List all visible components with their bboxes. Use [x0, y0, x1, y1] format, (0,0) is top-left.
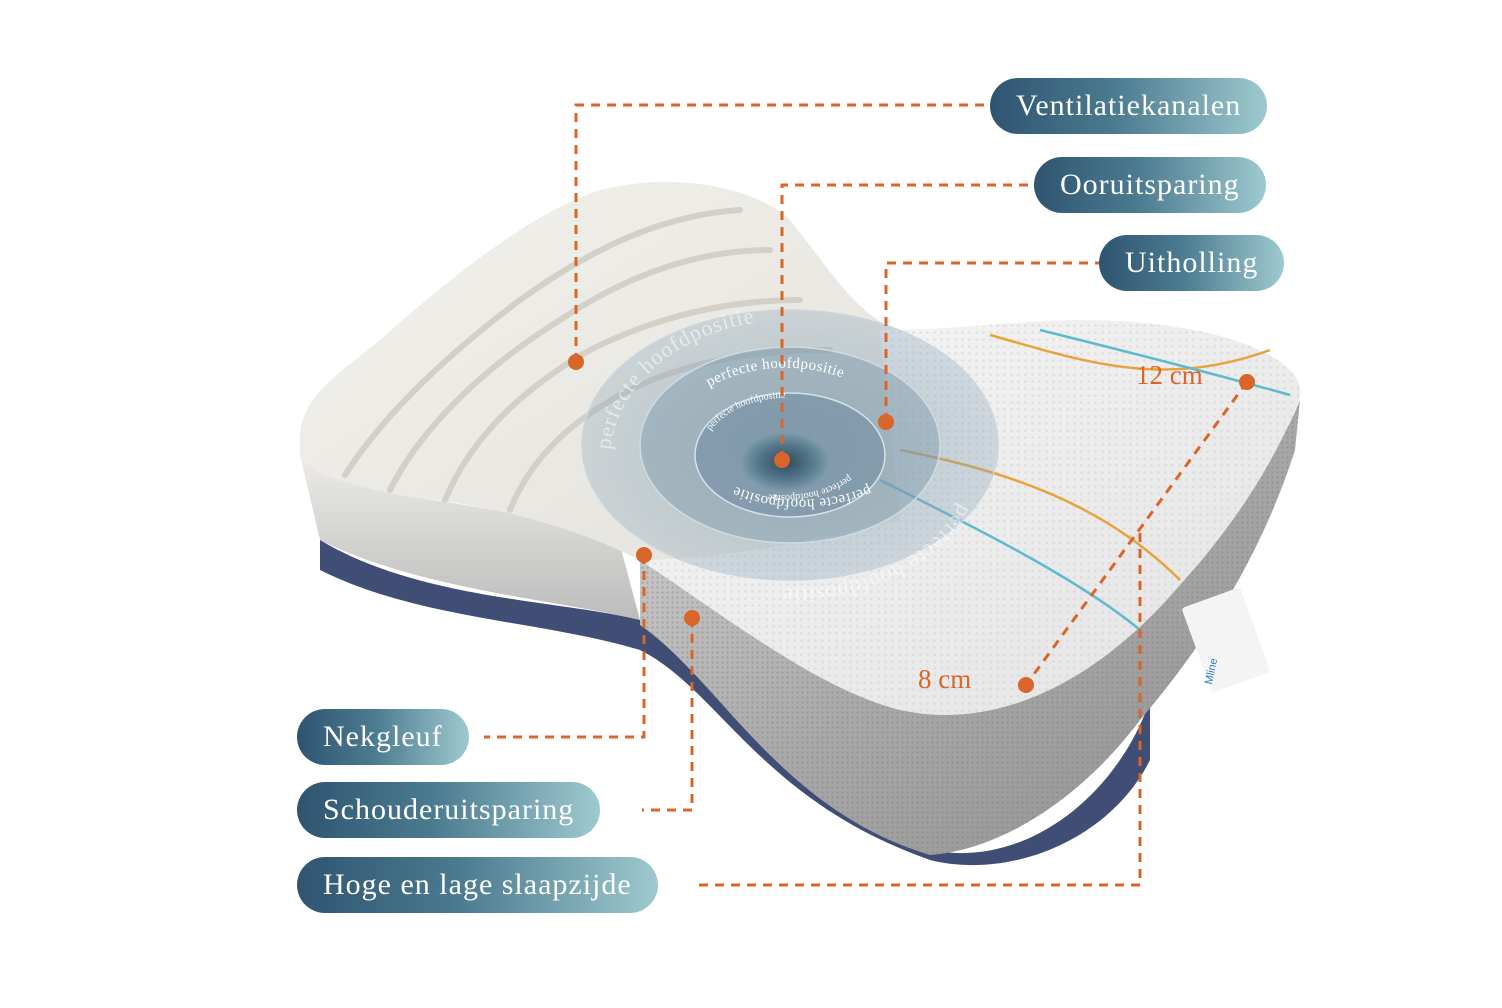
measurement-high: 12 cm	[1136, 360, 1203, 390]
dot-ooruitsparing	[774, 452, 790, 468]
leader-uitholling	[884, 261, 1102, 422]
label-hoge-lage-slaapzijde: Hoge en lage slaapzijde	[297, 857, 658, 913]
dot-ventilatiekanalen	[568, 354, 584, 370]
dot-nekgleuf	[636, 547, 652, 563]
dot-uitholling	[878, 414, 894, 430]
foam-side	[300, 455, 640, 620]
knit-top-texture	[640, 320, 1300, 715]
label-ventilatiekanalen: Ventilatiekanalen	[990, 78, 1268, 134]
label-nekgleuf: Nekgleuf	[297, 709, 469, 765]
dot-schouderuitsparing	[684, 610, 700, 626]
label-ooruitsparing: Ooruitsparing	[1034, 157, 1266, 213]
dot-8cm	[1018, 677, 1034, 693]
head-position-rings	[581, 309, 999, 581]
leader-ventilatiekanalen	[574, 103, 992, 362]
leader-ooruitsparing	[780, 183, 1036, 460]
leader-nekgleuf	[484, 555, 646, 739]
mesh-side-texture	[640, 400, 1300, 855]
measurement-low: 8 cm	[918, 664, 972, 694]
measure-line	[1024, 381, 1249, 686]
label-schouderuitsparing: Schouderuitsparing	[297, 782, 601, 838]
leader-lines	[484, 103, 1249, 887]
leader-schouderuitsparing	[642, 618, 694, 812]
dot-12cm	[1239, 374, 1255, 390]
brand-tag-shape	[1182, 587, 1270, 693]
leader-hoge-lage	[696, 533, 1142, 887]
ventilation-channels	[342, 207, 833, 513]
label-uitholling: Uitholling	[1099, 235, 1285, 291]
anchor-dots	[568, 354, 1255, 693]
